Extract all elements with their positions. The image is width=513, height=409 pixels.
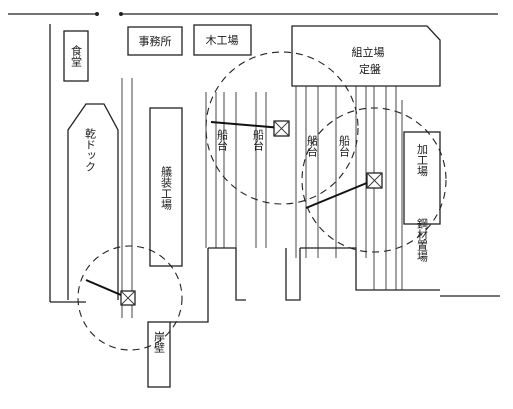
assembly-shop-label: 組立場 <box>352 45 385 59</box>
berth-2-label-left: 船台 <box>306 134 319 157</box>
berth-2-label-right: 船台 <box>338 134 351 157</box>
crane-reach-circle-1 <box>205 51 359 205</box>
processing-shop-label: 加工場 <box>416 143 429 177</box>
cafeteria-building: 食堂 <box>63 30 89 82</box>
fixed-board-label: 定盤 <box>359 62 381 76</box>
quay-wall-label: 岸壁 <box>153 331 166 353</box>
berth-1-label-right: 船台 <box>252 128 265 151</box>
crane-icon <box>273 120 290 137</box>
crane-boom-1 <box>210 121 283 129</box>
crane-boom-2 <box>305 179 375 209</box>
carpentry-shop-label: 木工場 <box>206 34 239 47</box>
dry-dock: 乾ドック <box>67 103 119 300</box>
dry-dock-label: 乾ドック <box>84 128 97 172</box>
assembly-shop-building: 組立場 定盤 <box>291 25 441 87</box>
berth-ways <box>170 247 440 323</box>
carpentry-shop-building: 木工場 <box>193 24 252 56</box>
crane-reach-circle-2 <box>301 107 447 253</box>
office-label: 事務所 <box>139 34 172 48</box>
steel-yard-label: 鋼材置場 <box>416 217 429 263</box>
outfitting-shop-label: 艤装工場 <box>160 165 173 211</box>
crane-icon <box>120 290 136 306</box>
cafeteria-label: 食堂 <box>70 44 83 67</box>
quay-wall: 岸壁 <box>147 321 171 388</box>
steel-yard: 鋼材置場 <box>416 217 429 263</box>
crane-reach-circle-3 <box>77 245 183 351</box>
processing-shop-building: 加工場 <box>403 131 441 225</box>
outfitting-shop-building: 艤装工場 <box>149 107 183 267</box>
site-boundary <box>8 12 500 303</box>
crane-icon <box>366 172 383 189</box>
crane-rails <box>121 78 403 318</box>
office-building: 事務所 <box>127 26 183 56</box>
berth-1-label-left: 船台 <box>216 128 229 151</box>
